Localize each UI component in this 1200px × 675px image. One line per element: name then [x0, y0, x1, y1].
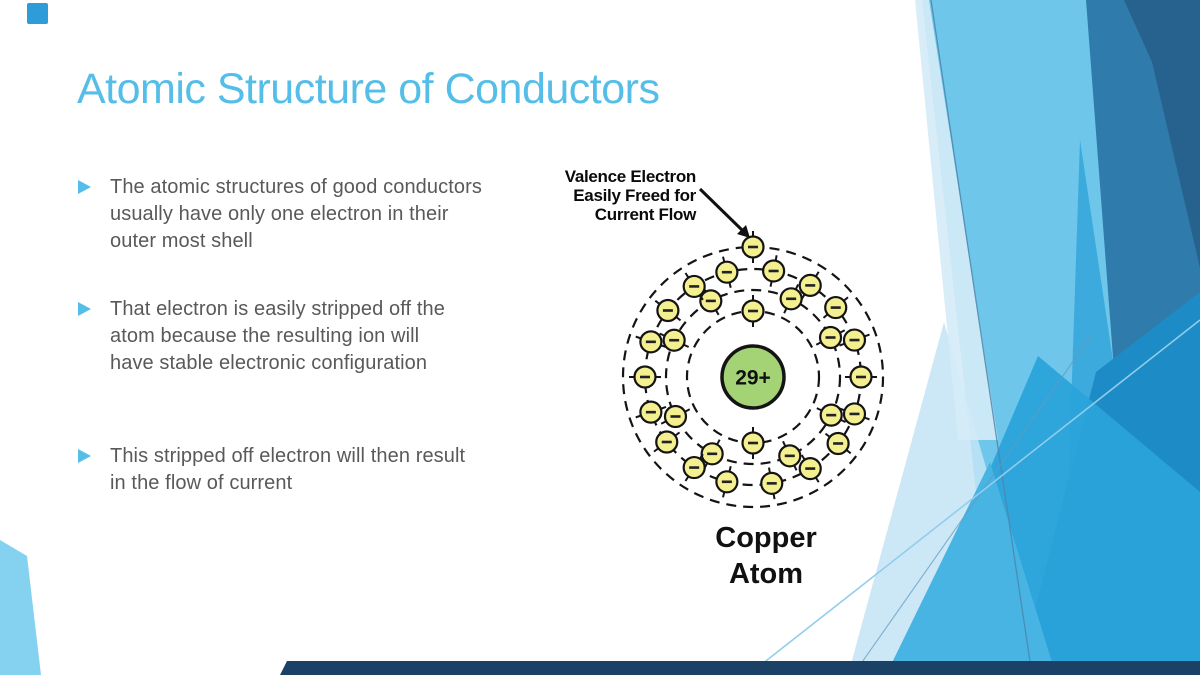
svg-text:29+: 29+ — [735, 367, 771, 390]
bg-pale-sliver — [915, 0, 998, 440]
bg-corner-shard — [1124, 0, 1200, 268]
bg-light-wedge — [886, 462, 1056, 675]
page-title: Atomic Structure of Conductors — [77, 65, 660, 113]
bullet-triangle-icon — [78, 449, 91, 463]
bullet-triangle-icon — [78, 180, 91, 194]
valence-electron-callout: Valence Electron Easily Freed for Curren… — [564, 167, 697, 224]
bg-dark-band — [1062, 0, 1200, 675]
bg-hairline-3 — [747, 319, 1200, 675]
bullet-item-1: The atomic structures of good conductors… — [78, 174, 482, 255]
diagram-caption: Copper Atom — [715, 522, 817, 590]
bg-pale-triangle — [848, 322, 1046, 675]
bg-hairline-2 — [852, 332, 1094, 675]
atom-group: 29+ — [621, 231, 885, 509]
bg-bottom-left-wedge — [0, 540, 41, 675]
bullet-item-3: This stripped off electron will then res… — [78, 443, 465, 497]
bg-hairline-1 — [930, 0, 1033, 675]
bg-medium-sliver — [1062, 140, 1160, 675]
footer-accent-bar — [280, 661, 1200, 675]
bullet-text-2: That electron is easily stripped off the… — [110, 298, 445, 374]
bullet-text-1: The atomic structures of good conductors… — [110, 176, 482, 252]
bg-deep-shard — [1018, 292, 1200, 675]
bg-medium-shard — [902, 356, 1200, 675]
corner-accent-square — [27, 3, 48, 24]
bg-light-band — [922, 0, 1137, 675]
bullet-text-3: This stripped off electron will then res… — [110, 445, 466, 494]
callout-arrow-icon — [698, 187, 750, 238]
bullet-item-2: That electron is easily stripped off the… — [78, 296, 445, 377]
bullet-triangle-icon — [78, 302, 91, 316]
